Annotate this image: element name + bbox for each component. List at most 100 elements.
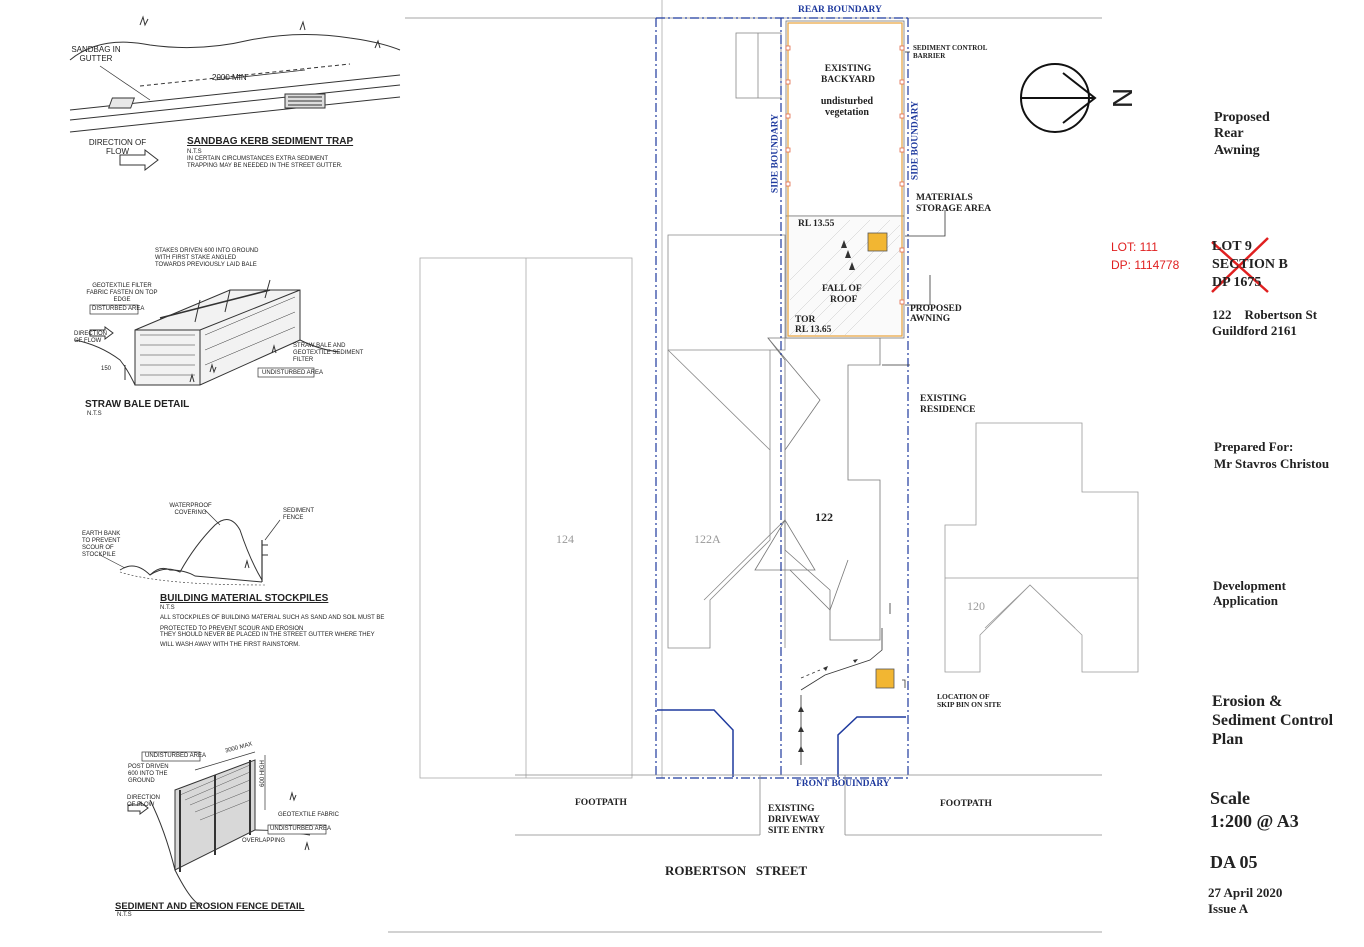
lot-120-label: 120 (967, 599, 985, 613)
scale-label: Scale (1210, 788, 1250, 808)
side-boundary-right-label: SIDE BOUNDARY (910, 100, 921, 181)
issue-revision: Issue A (1208, 901, 1249, 916)
doc-title-line-2: Sediment Control (1212, 712, 1334, 729)
straw-title: STRAW BALE DETAIL (85, 399, 190, 410)
client-name: Mr Stavros Christou (1214, 456, 1330, 471)
skip-label-1: LOCATION OF (937, 692, 990, 701)
straw-bale-detail-graphic (74, 279, 341, 386)
straw-nts: N.T.S (87, 411, 102, 417)
tor-label-2: RL 13.65 (795, 325, 832, 335)
drawing-number: DA 05 (1210, 852, 1258, 872)
lot-124-label: 124 (556, 532, 574, 546)
barrier-label-1: SEDIMENT CONTROL (913, 44, 988, 52)
straw-stakes-label: STAKES DRIVEN 600 INTO GROUND WITH FIRST… (155, 248, 259, 268)
sandbag-label: SANDBAG IN GUTTER (71, 45, 121, 63)
vegetation-label-2: vegetation (825, 107, 869, 118)
dp-old: DP 1675 (1212, 275, 1262, 290)
stockpile-waterproof-label: WATERPROOF COVERING (169, 503, 212, 516)
straw-bale-label: STRAW BALE AND GEOTEXTILE SEDIMENT FILTE… (293, 343, 364, 363)
straw-flow-label: DIRECTION OF FLOW (74, 331, 107, 344)
fence-height-label: 600 HIGH (259, 760, 266, 787)
lot-boundary (655, 17, 909, 779)
fence-overlap-label: OVERLAPPING (242, 838, 286, 844)
sandbag-nts: N.T.S (187, 149, 202, 155)
backyard-label-2: BACKYARD (820, 75, 876, 85)
lot-new: LOT: 111 (1111, 240, 1158, 254)
stockpile-bank-label: EARTH BANK TO PREVENT SCOUR OF STOCKPILE (82, 531, 121, 558)
residence-label-2: RESIDENCE (920, 405, 976, 415)
materials-label-1: MATERIALS (916, 193, 973, 203)
lot-strikeout (1211, 237, 1269, 293)
application-line-2: Application (1213, 593, 1279, 608)
fall-label-1: FALL OF (822, 284, 862, 294)
stockpile-note-3: THEY SHOULD NEVER BE PLACED IN THE STREE… (160, 632, 375, 638)
sandbag-flow-label: DIRECTION OF FLOW (88, 138, 147, 156)
awning-label-2: AWNING (910, 314, 951, 324)
project-line-2: Rear (1214, 126, 1244, 141)
side-boundary-left-label: SIDE BOUNDARY (770, 113, 781, 194)
north-arrow-graphic (1020, 63, 1097, 133)
stockpile-title: BUILDING MATERIAL STOCKPILES (160, 593, 329, 604)
site-plan-graphic (388, 0, 1269, 933)
fence-nts: N.T.S (117, 912, 132, 918)
stockpile-note-4: WILL WASH AWAY WITH THE FIRST RAINSTORM. (160, 642, 300, 648)
awning-label-1: PROPOSED (910, 304, 962, 314)
vegetation-label-1: undisturbed (820, 96, 874, 107)
sandbag-detail-graphic (69, 15, 401, 172)
rl-top-label: RL 13.55 (798, 219, 835, 229)
fence-geofabric-label: GEOTEXTILE FABRIC (278, 812, 340, 818)
stockpile-nts: N.T.S (160, 605, 175, 611)
straw-undisturbed-label: UNDISTURBED AREA (262, 370, 324, 376)
project-line-1: Proposed (1214, 110, 1270, 125)
scale-value: 1:200 @ A3 (1210, 811, 1299, 831)
fence-detail-graphic (127, 751, 327, 906)
street-label: ROBERTSON STREET (665, 863, 808, 878)
north-label: N (1107, 87, 1139, 109)
section-old: SECTION B (1212, 257, 1288, 272)
lot-old: LOT 9 (1212, 239, 1252, 254)
front-boundary-label: FRONT BOUINDARY (796, 779, 890, 789)
straw-geofabric-label: GEOTEXTILE FILTER FABRIC FASTEN ON TOP E… (86, 283, 158, 303)
address-line-1: 122 Robertson St (1212, 307, 1318, 322)
driveway-label-3: SITE ENTRY (768, 826, 825, 836)
fence-undisturbed-top: UNDISTURBED AREA (145, 753, 207, 759)
materials-label-2: STORAGE AREA (916, 204, 992, 214)
fence-post-label: POST DRIVEN 600 INTO THE GROUND (128, 764, 169, 784)
issue-date: 27 April 2020 (1208, 885, 1283, 900)
lot-122a-label: 122A (694, 532, 721, 546)
address-line-2: Guildford 2161 (1212, 323, 1297, 338)
stockpile-detail-graphic (99, 509, 281, 586)
project-line-3: Awning (1214, 143, 1260, 158)
fence-undisturbed-bottom: UNDISTURBED AREA (270, 826, 332, 832)
house-120-outline (944, 422, 1139, 673)
fence-flow-label: DIRECTION OF FLOW (127, 795, 160, 808)
rear-boundary-label: REAR BOUNDARY (798, 5, 882, 15)
skip-label-2: SKIP BIN ON SITE (937, 700, 1002, 709)
sandbag-dimension: 2000 MIN (212, 73, 247, 82)
materials-storage-box (867, 232, 888, 252)
driveway-label-1: EXISTING (768, 804, 815, 814)
driveway-label-2: DRIVEWAY (768, 815, 820, 825)
doc-title-line-3: Plan (1212, 731, 1244, 748)
residence-label-1: EXISTING (920, 394, 967, 404)
footpath-right-label: FOOTPATH (940, 799, 992, 809)
doc-title-line-1: Erosion & (1212, 693, 1283, 710)
fall-label-2: ROOF (830, 295, 858, 305)
barrier-posts (785, 45, 905, 305)
sandbag-note: IN CERTAIN CIRCUMSTANCES EXTRA SEDIMENT … (187, 156, 343, 169)
sandbag-title: SANDBAG KERB SEDIMENT TRAP (187, 136, 354, 147)
dp-new: DP: 1114778 (1111, 258, 1180, 272)
lot-122-label: 122 (815, 510, 833, 524)
stockpile-note-2: PROTECTED TO PREVENT SCOUR AND EROSION (160, 626, 304, 632)
application-line-1: Development (1213, 578, 1286, 593)
straw-disturbed-label: DISTURBED AREA (92, 306, 145, 312)
tor-label-1: TOR (795, 315, 816, 325)
fence-title: SEDIMENT AND EROSION FENCE DETAIL (115, 901, 305, 912)
prepared-for-label: Prepared For: (1214, 439, 1294, 454)
backyard-label-1: EXISTING (824, 64, 872, 74)
barrier-label-2: BARRIER (913, 52, 946, 60)
stockpile-fence-label: SEDIMENT FENCE (283, 508, 314, 521)
skip-bin-box (875, 668, 895, 689)
